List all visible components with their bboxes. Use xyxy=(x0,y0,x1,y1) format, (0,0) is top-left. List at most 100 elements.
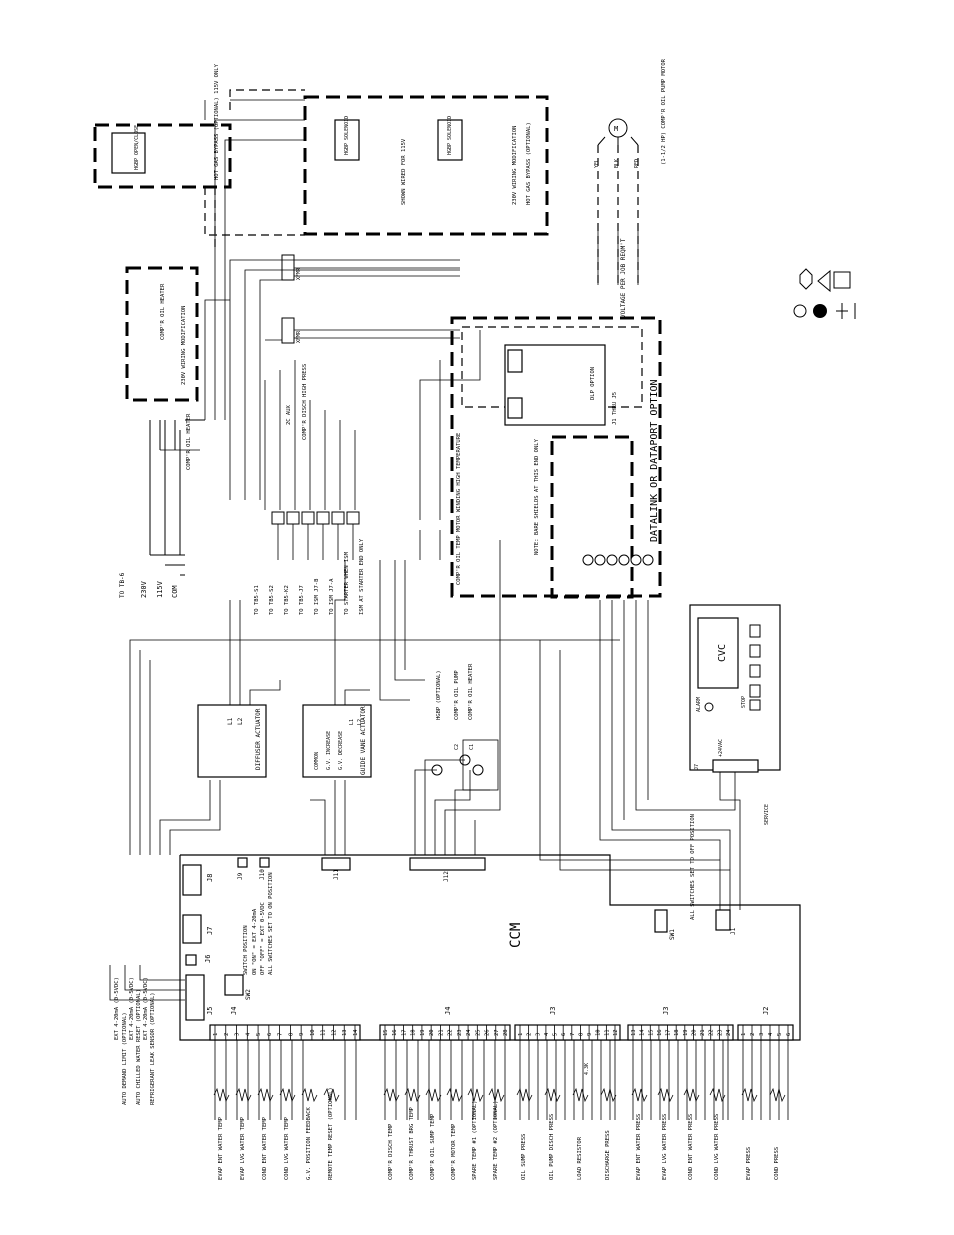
oil-heater-230-mod: 230V WIRING MODIFICATION xyxy=(181,306,187,385)
wire xyxy=(419,330,481,470)
transformers: XFMR XFMR xyxy=(281,254,302,344)
wire xyxy=(204,99,305,120)
datalink-terminal xyxy=(582,554,594,566)
hgbp-right-title: HOT GAS BYPASS (OPTIONAL) xyxy=(526,122,532,205)
wire xyxy=(294,275,460,339)
terminal-block xyxy=(316,511,330,525)
sw1-note: ALL SWITCHES SET TO OFF POSITION xyxy=(690,814,696,920)
pump-wire-yel: YEL xyxy=(594,159,600,168)
j3u-pin: 10 xyxy=(596,1029,602,1036)
j4u-pin: 6 xyxy=(267,1033,273,1036)
cvc-softkey[interactable] xyxy=(749,684,761,698)
j3-lower-label: J3 xyxy=(662,1007,670,1015)
sensor-resistor xyxy=(516,1087,533,1103)
gv-common: COMMON xyxy=(314,752,320,770)
wire xyxy=(204,299,230,420)
wire xyxy=(159,780,211,855)
j3u-pin: 6 xyxy=(561,1033,567,1036)
cvc-label: CVC xyxy=(717,644,728,662)
cvc-stop: STOP xyxy=(741,696,747,708)
wire xyxy=(229,600,241,705)
to-tb6: TO TB-6 xyxy=(119,572,126,598)
wire xyxy=(229,259,460,500)
j4u-pin: 2 xyxy=(224,1033,230,1036)
j3l-pin: 20 xyxy=(691,1029,697,1036)
j4l-pin: 24 xyxy=(466,1029,472,1036)
comp-disch-high-press: COMP'R DISCH HIGH PRESS xyxy=(302,364,308,440)
j2-pin: 4 xyxy=(768,1032,774,1036)
legend xyxy=(793,268,856,319)
gv-decrease: G.V. DECREASE xyxy=(338,731,344,770)
pump-title: (1-1/2 HP) COMP'R OIL PUMP MOTOR xyxy=(661,58,667,165)
j4u-pin: 13 xyxy=(342,1029,348,1036)
j12-label: J12 xyxy=(443,871,450,882)
j4-lower-label: J4 xyxy=(444,1007,452,1015)
j3u-pin: 12 xyxy=(613,1029,619,1036)
diffuser-actuator-label: DIFFUSER ACTUATOR xyxy=(255,708,262,770)
sensor-label: EVAP LVG WATER TEMP xyxy=(240,1116,246,1180)
wire xyxy=(635,600,736,811)
hgbp-solenoid-1: HGBP SOLENOID xyxy=(344,116,350,155)
xfmr-1: XFMR xyxy=(296,267,302,280)
tb-label: TO ISM J7-A xyxy=(329,578,335,615)
sensor-resistor xyxy=(544,1087,561,1103)
terminal-block xyxy=(271,511,285,525)
plug-icon xyxy=(836,303,848,319)
guide-vane-label: GUIDE VANE ACTUATOR xyxy=(360,706,367,775)
j3l-pin: 23 xyxy=(717,1029,723,1036)
sensor-resistor xyxy=(488,1087,505,1103)
j4u-pin: 4 xyxy=(245,1032,251,1036)
sensor-label: SPARE TEMP #2 (OPTIONAL) xyxy=(493,1101,499,1180)
sensor-resistor xyxy=(769,1087,786,1103)
cvc-j7: J7 xyxy=(694,764,700,770)
j4u-pin: 1 xyxy=(213,1033,219,1036)
tb-label: TO ISM J7-B xyxy=(314,578,320,615)
j3l-pin: 21 xyxy=(700,1029,706,1036)
j2-label: J2 xyxy=(762,1007,770,1015)
pump-voltage: VOLTAGE PER JOB REQM'T xyxy=(620,238,627,318)
sensor-resistor xyxy=(213,1087,230,1103)
cvc-softkey[interactable] xyxy=(749,624,761,638)
wire xyxy=(334,560,346,705)
j4u-pin: 12 xyxy=(331,1029,337,1036)
sw2-note: ALL SWITCHES SET TO ON POSITION xyxy=(268,872,274,975)
sensor-label: COND ENT WATER TEMP xyxy=(262,1116,268,1180)
cvc-softkey[interactable] xyxy=(749,664,761,678)
j4l-pin: 25 xyxy=(475,1029,481,1036)
wire xyxy=(444,540,501,855)
tb-label: TO TB5-S2 xyxy=(269,585,275,615)
sensor-resistor xyxy=(683,1087,700,1103)
datalink-option: DATALINK OR DATAPORT OPTION DLP OPTION N… xyxy=(450,316,662,599)
sensor-label: DISCHARGE PRESS xyxy=(605,1130,611,1180)
j4u-pin: 5 xyxy=(256,1033,262,1036)
j4l-pin: 22 xyxy=(448,1029,454,1036)
ccm-title: CCM xyxy=(508,923,524,948)
j2-pin: 5 xyxy=(777,1033,783,1036)
j4l-pin: 27 xyxy=(494,1029,500,1036)
ccm-j1-label: J1 xyxy=(730,927,737,935)
ccm-board: CCM xyxy=(179,854,801,1041)
optional-wire xyxy=(204,187,305,236)
datalink-title: DATALINK OR DATAPORT OPTION xyxy=(649,379,660,542)
cvc-softkey[interactable] xyxy=(749,644,761,658)
switch-off-note: OFF "OFF" = EXT 0-5VDC xyxy=(260,902,266,975)
sensor-label: G.V. POSITION FEEDBACK xyxy=(306,1106,312,1180)
sensor-resistor xyxy=(657,1087,674,1103)
sensor-label: COND LVG WATER PRESS xyxy=(714,1114,720,1180)
wire xyxy=(611,600,731,870)
pump-wire-red: RED xyxy=(634,159,640,168)
auto-demand-label: AUTO DEMAND LIMIT (OPTIONAL) xyxy=(122,1012,128,1105)
wire xyxy=(599,600,721,860)
diffuser-l1: L1 xyxy=(227,717,234,725)
j4l-pin: 21 xyxy=(438,1029,444,1036)
j3-upper-label: J3 xyxy=(549,1007,557,1015)
terminal-block xyxy=(331,511,345,525)
cvc-24vac: +24VAC xyxy=(718,739,724,757)
wire xyxy=(310,799,326,855)
sensor-label: COMP'R OIL SUMP TEMP xyxy=(430,1113,436,1180)
wire xyxy=(244,269,460,500)
hgbp-230v-box: HGBP SOLENOID HGBP SOLENOID SHOWN WIRED … xyxy=(303,95,549,236)
